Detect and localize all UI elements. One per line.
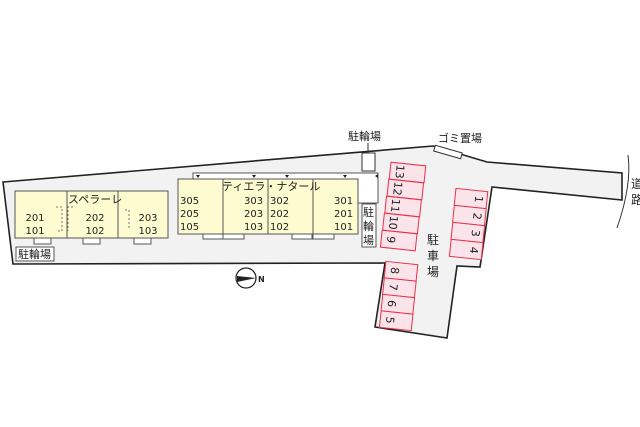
unit-101: 101 — [334, 222, 353, 233]
bicycle-parking-right-label-2: 輪 — [363, 219, 374, 233]
unit-203: 203 — [138, 213, 157, 224]
building-spelare — [14, 190, 169, 239]
unit-201: 201 — [25, 213, 44, 224]
bicycle-parking-right-label-3: 場 — [363, 234, 374, 247]
parking-space-number: 9 — [384, 236, 398, 244]
parking-space-number: 1 — [472, 195, 486, 203]
bicycle-parking-right — [361, 203, 377, 248]
parking-space-9: 9 — [379, 229, 418, 252]
parking-space-number: 12 — [390, 181, 404, 196]
parking-space-13: 13 — [388, 161, 427, 184]
parking-space-4: 4 — [448, 238, 484, 261]
road-label: 道 — [631, 177, 640, 191]
parking-space-number: 3 — [468, 229, 482, 237]
bicycle-parking-left — [15, 246, 55, 262]
parking-space-number: 13 — [392, 164, 406, 179]
north-label: N — [258, 275, 265, 284]
parking-space-12: 12 — [386, 178, 425, 201]
parking-space-number: 10 — [386, 215, 400, 230]
unit-102: 102 — [270, 222, 289, 233]
unit-105: 105 — [180, 222, 199, 233]
north-compass-icon: N — [235, 267, 265, 289]
parking-space-11: 11 — [384, 195, 422, 218]
bicycle-parking-right-label: 駐 — [363, 205, 374, 219]
parking-space-number: 2 — [470, 212, 484, 220]
car-parking-label-2: 車 — [427, 249, 439, 263]
unit-305: 305 — [180, 196, 199, 207]
parking-space-number: 11 — [388, 198, 402, 213]
garbage-label: ゴミ置場 — [438, 131, 482, 145]
building-name: スペラーレ — [68, 193, 122, 206]
road-edge — [616, 154, 630, 229]
bicycle-parking-top-label: 駐輪場 — [348, 129, 381, 143]
bicycle-parking-left-label: 駐輪場 — [18, 247, 51, 261]
unit-301: 301 — [334, 196, 353, 207]
parking-space-number: 7 — [386, 283, 400, 291]
unit-302: 302 — [270, 196, 289, 207]
unit-205: 205 — [180, 209, 199, 220]
unit-201: 201 — [334, 209, 353, 220]
parking-space-5: 5 — [378, 310, 414, 332]
unit-202: 202 — [270, 209, 289, 220]
unit-303: 303 — [244, 196, 263, 207]
garbage-area — [433, 144, 463, 160]
building-name: ティエラ・ナタール — [222, 180, 320, 193]
parking-space-number: 5 — [383, 316, 397, 324]
parking-space-8: 8 — [383, 260, 419, 282]
car-parking-label: 駐 — [427, 232, 439, 247]
unit-103: 103 — [244, 222, 263, 233]
unit-102: 102 — [85, 226, 104, 237]
car-parking-label-3: 場 — [427, 265, 439, 279]
parking-space-number: 8 — [388, 266, 402, 274]
road-label-2: 路 — [631, 192, 640, 207]
unit-103: 103 — [138, 226, 157, 237]
unit-202: 202 — [85, 213, 104, 224]
unit-203: 203 — [244, 209, 263, 220]
unit-101: 101 — [25, 226, 44, 237]
parking-space-number: 6 — [385, 299, 399, 307]
bicycle-parking-top — [361, 152, 376, 172]
parking-space-number: 4 — [467, 246, 481, 254]
